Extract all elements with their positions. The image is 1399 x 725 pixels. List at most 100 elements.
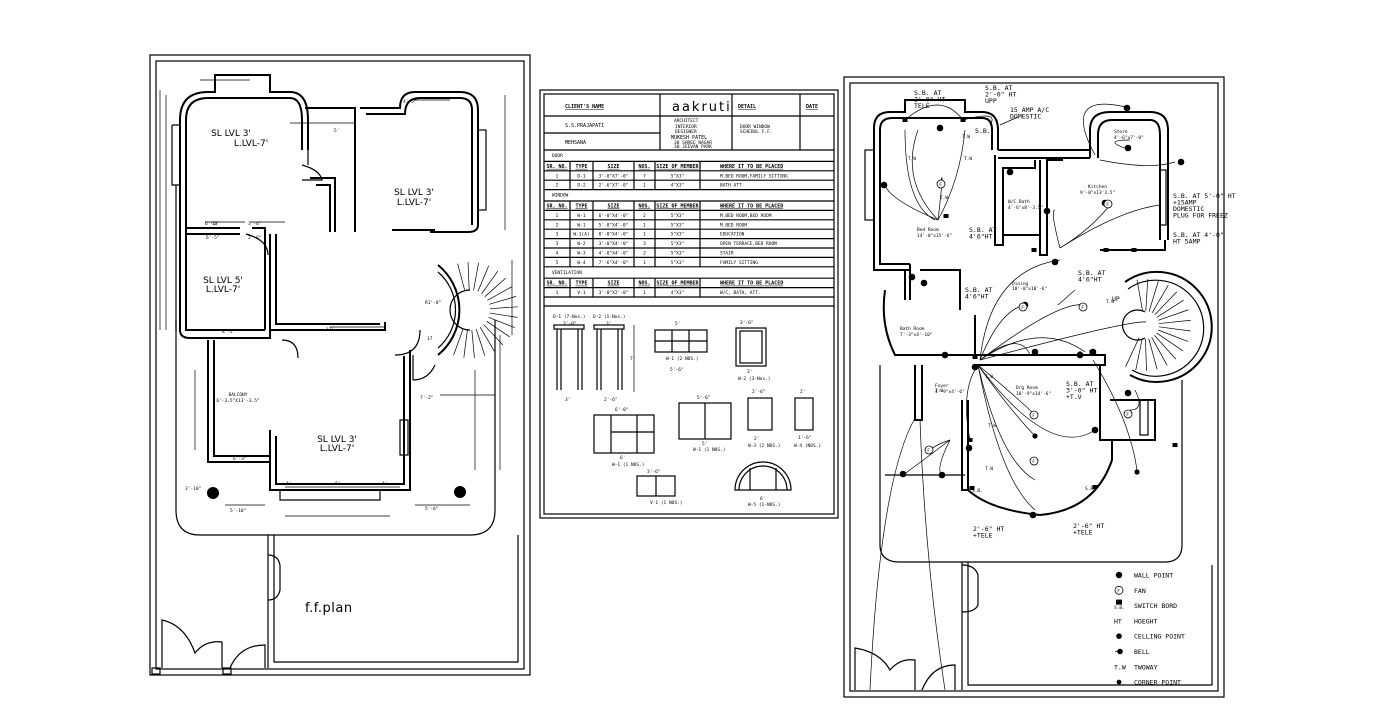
stair-tread — [1148, 338, 1158, 370]
dim-text: 8'-2" — [222, 329, 236, 335]
stair-tread — [489, 312, 518, 318]
elev-caption: W-1 (1 NOS.) — [612, 462, 645, 468]
left-outer-border — [149, 54, 531, 676]
electrical-note: 15 AMP A/C — [1010, 106, 1049, 114]
fan-glyph: F — [1021, 305, 1024, 311]
wall-point-icon — [899, 470, 907, 478]
wall-point-icon — [1091, 426, 1099, 434]
room-size: 4'-9"x4'-6" — [935, 389, 965, 395]
column-left — [207, 487, 219, 499]
elev-caption: W-3 (2 NOS.) — [748, 443, 781, 449]
schedule-cell: FAMILY SITTING — [720, 260, 758, 266]
wire-run — [939, 439, 951, 476]
elev-width: 5'-6" — [697, 395, 711, 401]
height-icon: HT — [1114, 617, 1122, 625]
schedule-cell: 1 — [556, 290, 559, 296]
column-right — [454, 486, 466, 498]
schedule-section-title: DOOR — [552, 153, 563, 159]
schedule-column-header: SR. NO. — [546, 164, 567, 170]
dimension-texts: 13' 13' 5' 6'-5" 6'-5" 3'-6" 2'-6" 4'-5"… — [185, 99, 441, 514]
middle-wall — [305, 107, 356, 232]
elev-caption: W-2 (3-Nos.) — [738, 376, 771, 382]
schedule-sheet: CLIENT'S NAME aakruti DETAIL DATE S.S.PR… — [539, 89, 839, 519]
electrical-note: S.B. AT — [985, 84, 1012, 92]
wire-run — [977, 364, 1036, 511]
twoway-label: T.W — [985, 374, 993, 380]
address-2: 30 JEEVAN PARK — [674, 144, 712, 150]
legend-label: WALL POINT — [1134, 572, 1173, 580]
room-size: 14'-0"x15'-6" — [917, 233, 952, 239]
legend-label: TWOWAY — [1134, 663, 1158, 671]
stair-tread — [1154, 291, 1178, 316]
schedule-cell: 2 — [556, 183, 559, 189]
dim-text: 4' — [382, 481, 387, 487]
stair-tread — [487, 286, 513, 301]
electrical-outer-border — [843, 76, 1225, 698]
wall-point-icon — [1124, 389, 1132, 397]
sb-label: S.B. — [1085, 486, 1096, 492]
wire-run — [869, 417, 916, 691]
electrical-note: S.B. AT — [969, 226, 996, 234]
address-1: 30 SHREE NAGAR — [674, 140, 712, 146]
wire-run — [979, 304, 1086, 361]
stair-tread — [467, 262, 470, 291]
schedule-cell: 1 — [556, 173, 559, 179]
spiral-staircase — [437, 262, 518, 358]
wire-run — [919, 419, 946, 691]
schedule-cell: M.BED ROOM — [720, 222, 747, 228]
electrical-note: 2'-6" HT — [973, 525, 1004, 533]
room-sub-living: L.LVL-7' — [320, 444, 354, 454]
wall-point-icon — [1051, 258, 1059, 266]
left-inner-wall — [185, 120, 265, 331]
schedule-column-header: WHERE IT TO BE PLACED — [720, 204, 783, 210]
dim-text: 6'-5" — [206, 235, 220, 241]
switch-board-icon — [1103, 248, 1109, 252]
electrical-note: S.B. AT 5'-0" HT — [1173, 192, 1236, 200]
dim-text: 5' — [334, 128, 339, 134]
terrace-window — [267, 554, 281, 601]
wire-run — [1099, 159, 1176, 166]
wall-point-icon — [1006, 168, 1014, 176]
wire-run — [904, 129, 936, 221]
schedule-cell: 4"X3" — [671, 183, 685, 189]
leader-line — [1057, 289, 1076, 306]
electrical-note: 2'-0" HT — [985, 91, 1016, 99]
dim-text: 13' — [326, 327, 334, 333]
fan-icon — [1029, 456, 1039, 466]
schedule-column-header: SIZE OF MEMBER — [656, 281, 699, 287]
drawing-room-wall — [967, 365, 1156, 517]
balcony-label: BALCONY — [229, 392, 248, 398]
wire-run — [979, 321, 1147, 361]
room-name: Store — [1114, 129, 1128, 135]
fan-icon — [1018, 302, 1028, 312]
elev-bottom: 2'-6" — [604, 397, 618, 403]
living-door-swing — [394, 329, 421, 356]
wire-run — [979, 343, 1031, 361]
legend-label: BELL — [1134, 648, 1150, 656]
switch-board-icon — [1116, 599, 1122, 605]
elevation-W-3: 2'-6" 2' W-3 (2 NOS.) — [747, 389, 781, 449]
switch-board-icon — [902, 118, 908, 122]
schedule-cell: 6'-0"X4'-0" — [599, 213, 629, 219]
dim-text: 2'-6" — [248, 235, 262, 241]
schedule-cell: 8'-0"X4'-0" — [599, 232, 629, 238]
stair-tread — [1145, 338, 1147, 371]
elevation-W-1c: 5'-6" 5' W-1 (1 NOS.) — [678, 395, 732, 453]
switch-board-icon — [1172, 443, 1178, 447]
stair-tread — [1156, 299, 1184, 318]
wall-point-icon — [941, 351, 949, 359]
schedule-cell: W-4 — [577, 260, 585, 266]
stair-tread — [1158, 309, 1189, 321]
wire-run — [977, 364, 1036, 481]
room-size: 4'-6"x8'-3.5" — [1008, 205, 1043, 211]
wire-run — [977, 364, 1096, 438]
schedule-cell: 2'-6"X7'-0" — [599, 183, 629, 189]
fan-glyph: F — [1117, 589, 1120, 595]
schedule-cell: 5 — [556, 260, 559, 266]
balcony-wall — [207, 340, 270, 463]
schedule-cell: 3'-0"X2'-0" — [599, 290, 629, 296]
